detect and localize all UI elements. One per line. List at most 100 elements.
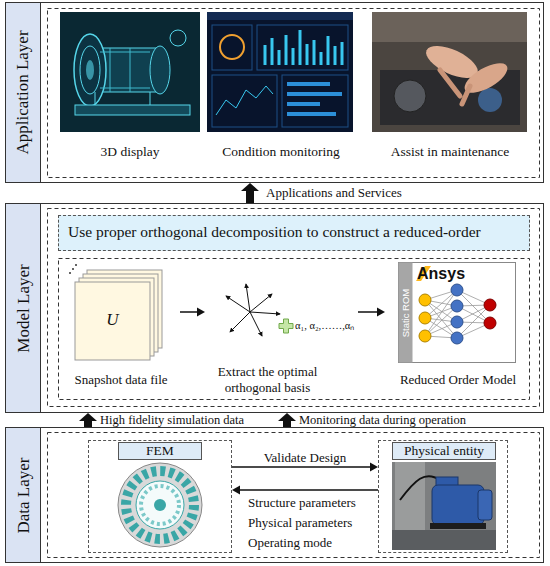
basis-vector: [246, 284, 250, 312]
dashboard-hbars: [287, 84, 342, 114]
turbine-base: [75, 105, 190, 115]
note-text: Operating mode: [248, 535, 388, 551]
fan-cover: [478, 490, 492, 520]
fem-box: FEM: [88, 440, 232, 553]
input-neuron: [419, 312, 431, 324]
dashed-frame: [48, 433, 540, 558]
dashboard-gauge: [220, 35, 244, 59]
plus-symbol: [279, 319, 293, 333]
image-background: [372, 12, 527, 132]
basis-vectors: [226, 284, 293, 336]
rom-group: AnsysStatic ROMReduced Order Model: [385, 262, 531, 397]
motor-body: [432, 485, 484, 525]
turbine-part: [170, 30, 186, 46]
hidden-neuron: [451, 332, 463, 344]
flow-arrow: [358, 308, 385, 317]
matrix-symbol: U: [100, 310, 126, 330]
image-panel: Assist in maintenance: [368, 10, 532, 165]
heading-box: Use proper orthogonal decomposition to c…: [58, 215, 530, 251]
block-arrow: [79, 413, 97, 427]
motor-cross-section: [118, 463, 202, 547]
basis-vector: [250, 294, 272, 312]
turbine-hub: [86, 60, 94, 80]
network-links: [425, 290, 490, 338]
fingers: [440, 70, 470, 104]
dashboard-bars: [265, 30, 342, 65]
hood-area: [372, 12, 527, 42]
engine-part: [394, 80, 426, 112]
turbine-image: [60, 12, 200, 132]
rom-frame: [399, 263, 516, 363]
caption: Condition monitoring: [205, 144, 357, 160]
hidden-neuron: [451, 300, 463, 312]
dot: [72, 268, 74, 270]
basis-vector: [250, 312, 262, 336]
hidden-neuron: [451, 284, 463, 296]
basis-vector: [230, 312, 250, 332]
dashboard-panel: [212, 25, 252, 70]
layer-label: Model Layer: [12, 208, 33, 408]
turbine-support: [95, 92, 150, 105]
flow-arrow: [180, 308, 205, 317]
turbine-fan: [80, 46, 100, 94]
logo-text: Ansys: [417, 264, 497, 283]
equipment: [395, 462, 425, 532]
tab-label: Physical entity: [392, 442, 496, 460]
snapshot-stack: [69, 264, 162, 360]
dashboard-panel: [282, 75, 348, 127]
dashboard-image: [207, 12, 353, 132]
strip-label: Static ROM: [400, 265, 412, 361]
stator-outer: [118, 463, 202, 547]
rom-strip: [399, 263, 413, 363]
turbine-lines: [100, 48, 150, 92]
edge-label: Structure parameters: [248, 495, 388, 511]
rotor: [136, 481, 184, 529]
edge-label: Applications and Services: [266, 185, 486, 201]
layer-label: Data Layer: [12, 430, 33, 560]
caption: 3D display: [55, 144, 205, 160]
label-strip: [6, 428, 41, 563]
snapshot-group: U Snapshot data file: [62, 262, 180, 397]
image-background: [207, 12, 353, 132]
note-text: Physical parameters: [248, 515, 388, 531]
photo-background: [392, 462, 496, 550]
image-background: [60, 12, 200, 132]
turbine-exhaust: [150, 46, 170, 94]
caption: Snapshot data file: [62, 372, 180, 388]
hidden-neuron: [451, 316, 463, 328]
rom-illustration: [399, 263, 516, 363]
dashed-frame: [48, 9, 540, 178]
input-neuron: [419, 330, 431, 342]
edge-label: Validate Design: [249, 450, 361, 466]
motor-photo: [392, 462, 496, 550]
stator-slots: [126, 471, 194, 539]
caption: Extract the optimal orthogonal basis: [205, 364, 330, 395]
image-panel: Condition monitoring: [205, 10, 357, 165]
block-arrow: [278, 413, 296, 427]
basis-vector: [226, 296, 250, 312]
edge-label: High fidelity simulation data: [100, 413, 290, 428]
input-neuron: [419, 294, 431, 306]
dashed-frame: [48, 209, 540, 407]
dot: [69, 272, 71, 274]
layer-band: Model Layer Use proper orthogonal decompo…: [5, 203, 544, 413]
rotor-bars: [141, 486, 179, 524]
heading-text: Use proper orthogonal decomposition to c…: [68, 223, 523, 242]
flow-arrow: [232, 486, 378, 495]
tab-label: FEM: [118, 442, 202, 460]
engine-cap: [478, 88, 502, 112]
layer-band: Application Layer3D displayCondition mon…: [5, 2, 544, 183]
label-strip: [6, 204, 41, 413]
dashed-frame: [59, 259, 530, 400]
basis-group: α₁, α₂,……,αₙExtract the optimal orthogon…: [205, 262, 358, 397]
image-panel: 3D display: [55, 10, 205, 165]
label-strip: [6, 3, 41, 183]
output-neuron: [484, 299, 496, 311]
table: [392, 530, 496, 550]
basis-vector: [250, 312, 280, 314]
edge-label: Monitoring data during operation: [299, 413, 529, 428]
dot: [75, 264, 77, 266]
dashboard-panel: [257, 25, 348, 70]
